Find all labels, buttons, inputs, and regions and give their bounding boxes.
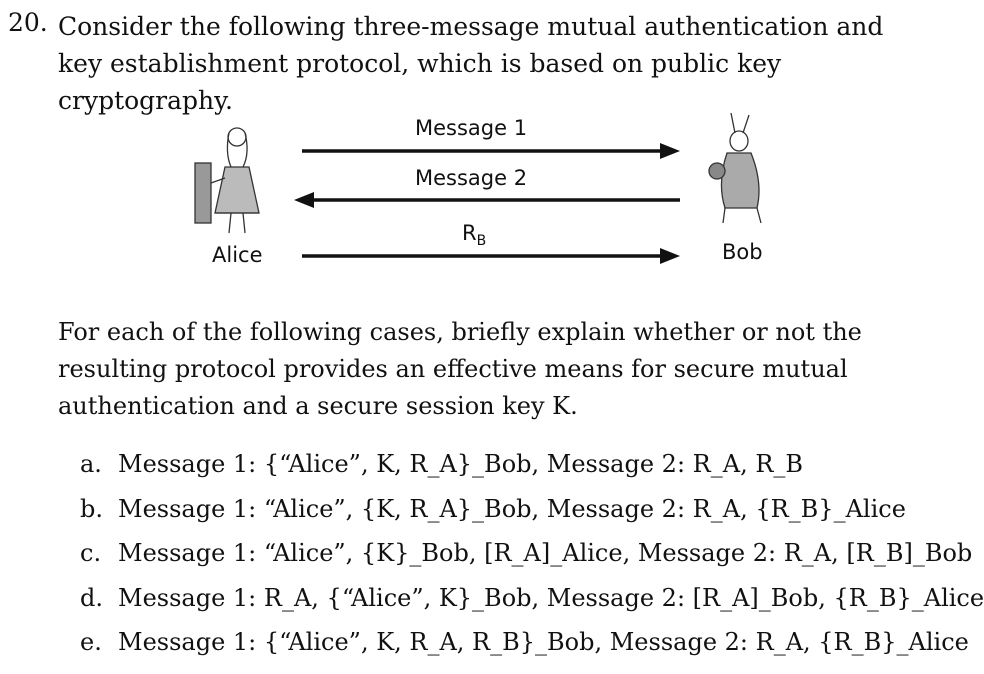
case-letter: b. (80, 494, 103, 523)
message3-arrowhead (660, 248, 680, 264)
instructions-paragraph: For each of the following cases, briefly… (58, 318, 862, 420)
message1-arrowhead (660, 143, 680, 159)
case-b: b. Message 1: “Alice”, {K, R_A}_Bob, Mess… (80, 487, 984, 532)
message2-label: Message 2 (415, 166, 528, 190)
message3-label: RB (462, 221, 486, 249)
case-letter: d. (80, 583, 103, 612)
question-text: Consider the following three-message mut… (58, 12, 884, 115)
bob-illustration (708, 112, 762, 224)
case-letter: e. (80, 628, 102, 656)
question-number: 20. (8, 8, 48, 37)
case-a: a. Message 1: {“Alice”, K, R_A}_Bob, Mess… (80, 442, 984, 487)
case-letter: c. (80, 539, 102, 567)
message3-label-main: R (462, 221, 477, 245)
case-c: c. Message 1: “Alice”, {K}_Bob, [R_A]_Ali… (80, 531, 984, 576)
message3-label-sub: B (476, 233, 487, 250)
case-text: Message 1: “Alice”, {K, R_A}_Bob, Messag… (118, 494, 906, 523)
case-e: e. Message 1: {“Alice”, K, R_A, R_B}_Bob,… (80, 620, 984, 665)
message1-label: Message 1 (415, 116, 528, 140)
case-text: Message 1: {“Alice”, K, R_A, R_B}_Bob, M… (118, 628, 969, 656)
cases-list: a. Message 1: {“Alice”, K, R_A}_Bob, Mess… (80, 442, 984, 665)
case-text: Message 1: R_A, {“Alice”, K}_Bob, Messag… (118, 583, 984, 612)
protocol-arrows (194, 112, 762, 264)
case-text: Message 1: {“Alice”, K, R_A}_Bob, Messag… (118, 450, 804, 478)
alice-label: Alice (212, 243, 263, 267)
protocol-diagram: Message 1 Message 2 RB Alice Bob (190, 108, 790, 278)
alice-illustration (194, 127, 260, 234)
message2-arrowhead (294, 192, 314, 208)
bob-label: Bob (722, 240, 763, 264)
case-d: d. Message 1: R_A, {“Alice”, K}_Bob, Mess… (80, 576, 984, 621)
case-text: Message 1: “Alice”, {K}_Bob, [R_A]_Alice… (118, 539, 973, 567)
case-letter: a. (80, 450, 102, 478)
